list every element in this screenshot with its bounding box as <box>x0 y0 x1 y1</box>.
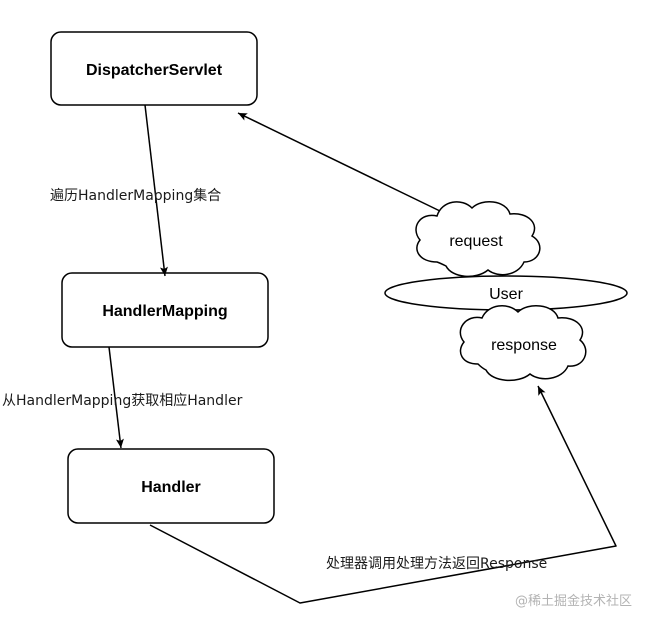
handler-label: Handler <box>141 479 201 496</box>
edge-obtain-label: 从HandlerMapping获取相应Handler <box>2 392 243 409</box>
dispatcher-servlet-label: DispatcherServlet <box>86 62 223 79</box>
dispatcher-servlet-node: DispatcherServlet <box>50 31 258 106</box>
edge-obtain <box>108 346 124 449</box>
edge-iterate-label: 遍历HandlerMapping集合 <box>50 187 221 204</box>
handler-mapping-label: HandlerMapping <box>102 303 227 320</box>
user-label: User <box>489 286 523 303</box>
request-cloud: request <box>415 201 541 278</box>
watermark-text: @稀土掘金技术社区 <box>515 593 632 609</box>
edge-iterate <box>144 104 168 277</box>
response-label: response <box>491 337 557 354</box>
edge-request <box>237 112 443 213</box>
user-ellipse: User <box>384 275 628 311</box>
request-label: request <box>449 233 503 250</box>
edge-respond-label: 处理器调用处理方法返回Response <box>326 556 547 572</box>
handler-mapping-node: HandlerMapping <box>61 272 269 348</box>
handler-node: Handler <box>67 448 275 524</box>
edge-respond <box>149 385 617 604</box>
response-cloud: response <box>459 305 587 382</box>
